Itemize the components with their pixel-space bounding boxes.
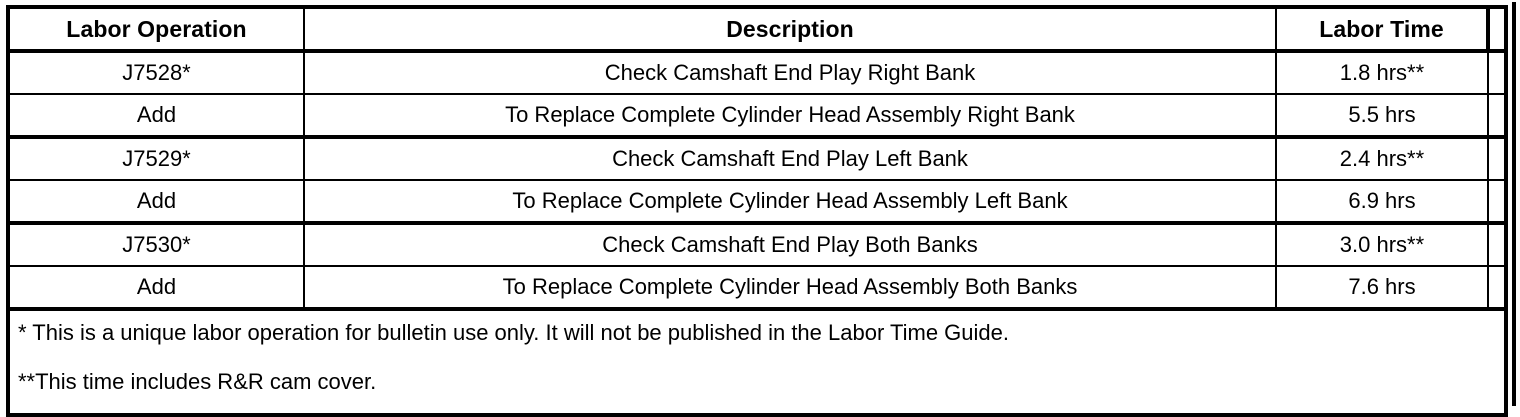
cell-description: Check Camshaft End Play Both Banks <box>303 222 1277 267</box>
footnote-single-asterisk: * This is a unique labor operation for b… <box>18 320 1009 345</box>
cell-spacer <box>1487 179 1507 225</box>
table-header-row: Labor Operation Description Labor Time <box>7 6 1507 53</box>
cell-spacer <box>1487 93 1507 139</box>
cell-labor-time: 1.8 hrs** <box>1275 50 1489 95</box>
cell-labor-operation: Add <box>7 265 305 311</box>
page-edge-rule <box>1512 2 1516 406</box>
cell-spacer <box>1487 50 1507 95</box>
cell-labor-time: 5.5 hrs <box>1275 93 1489 139</box>
cell-spacer <box>1487 222 1507 267</box>
column-header-description: Description <box>303 6 1277 53</box>
table-row: J7528* Check Camshaft End Play Right Ban… <box>7 50 1507 95</box>
cell-labor-time: 6.9 hrs <box>1275 179 1489 225</box>
document-page: Labor Operation Description Labor Time J… <box>6 2 1516 417</box>
labor-operation-table: Labor Operation Description Labor Time J… <box>6 5 1508 417</box>
cell-description: Check Camshaft End Play Left Bank <box>303 136 1277 181</box>
cell-description: To Replace Complete Cylinder Head Assemb… <box>303 265 1277 311</box>
cell-labor-time: 2.4 hrs** <box>1275 136 1489 181</box>
cell-labor-operation: J7529* <box>7 136 305 181</box>
table-row: J7530* Check Camshaft End Play Both Bank… <box>7 222 1507 267</box>
table-row: Add To Replace Complete Cylinder Head As… <box>7 93 1507 139</box>
cell-labor-operation: Add <box>7 93 305 139</box>
cell-description: To Replace Complete Cylinder Head Assemb… <box>303 179 1277 225</box>
cell-labor-time: 7.6 hrs <box>1275 265 1489 311</box>
cell-description: Check Camshaft End Play Right Bank <box>303 50 1277 95</box>
cell-spacer <box>1487 265 1507 311</box>
cell-labor-operation: Add <box>7 179 305 225</box>
cell-spacer <box>1487 136 1507 181</box>
cell-labor-operation: J7528* <box>7 50 305 95</box>
column-header-labor-operation: Labor Operation <box>7 6 305 53</box>
table-row: Add To Replace Complete Cylinder Head As… <box>7 265 1507 311</box>
cell-description: To Replace Complete Cylinder Head Assemb… <box>303 93 1277 139</box>
footnote-double-asterisk: **This time includes R&R cam cover. <box>18 369 377 395</box>
table-footnotes-row: * This is a unique labor operation for b… <box>7 307 1507 416</box>
cell-labor-operation: J7530* <box>7 222 305 267</box>
table-row: J7529* Check Camshaft End Play Left Bank… <box>7 136 1507 181</box>
footnotes-cell: * This is a unique labor operation for b… <box>7 307 1507 416</box>
table-row: Add To Replace Complete Cylinder Head As… <box>7 179 1507 225</box>
column-header-labor-time: Labor Time <box>1275 6 1489 53</box>
column-header-spacer <box>1486 6 1507 53</box>
cell-labor-time: 3.0 hrs** <box>1275 222 1489 267</box>
